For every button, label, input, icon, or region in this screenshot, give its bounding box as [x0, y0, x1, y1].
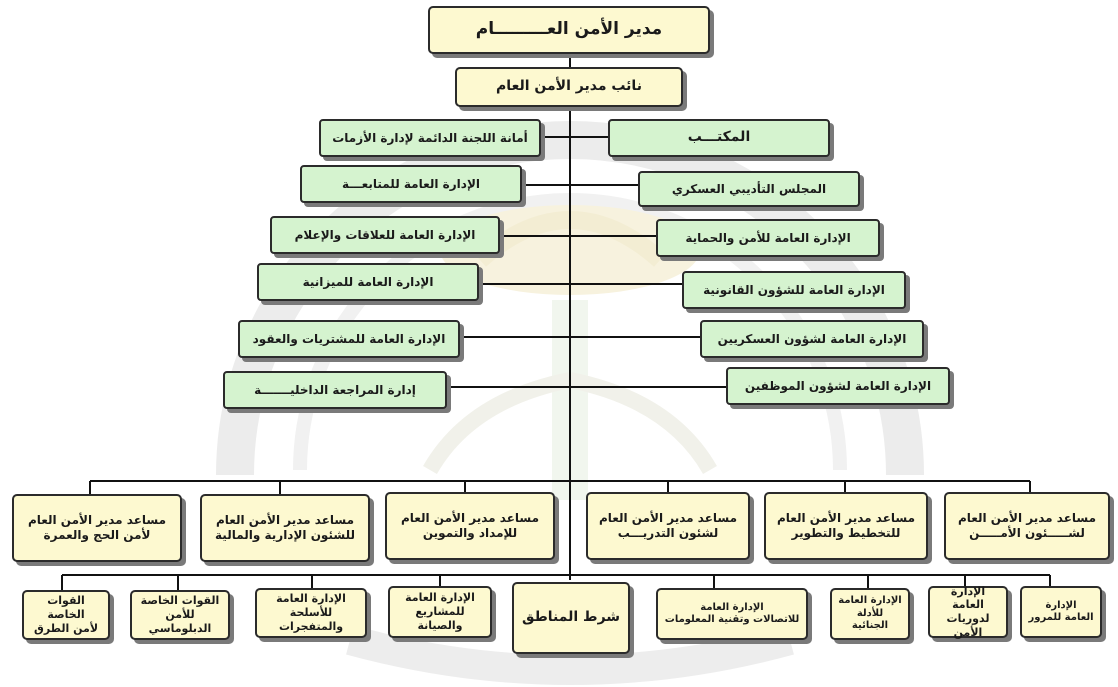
unit-projects-maintenance: الإدارة العامة للمشاريع والصيانة	[388, 586, 492, 638]
staff-right-military-affairs: الإدارة العامة لشؤون العسكريين	[700, 320, 924, 358]
assistant-planning: مساعد مدير الأمن العام للتخطيط والتطوير	[764, 492, 928, 560]
staff-left-budget: الإدارة العامة للميزانية	[257, 263, 479, 301]
unit-communications-it: الإدارة العامة للاتصالات وتقنية المعلوما…	[656, 588, 808, 640]
staff-right-office: المكتـــب	[608, 119, 830, 157]
director-box: مدير الأمن العـــــــــام	[428, 6, 710, 54]
unit-traffic: الإدارة العامة للمرور	[1020, 586, 1102, 638]
staff-right-employee-affairs: الإدارة العامة لشؤون الموظفين	[726, 367, 950, 405]
unit-regional-police: شرط المناطق	[512, 582, 630, 654]
unit-forensic-evidence: الإدارة العامة للأدلة الجنائية	[830, 588, 910, 640]
assistant-hajj-umrah: مساعد مدير الأمن العام لأمن الحج والعمرة	[12, 494, 182, 562]
assistant-supply: مساعد مدير الأمن العام للإمداد والتموين	[385, 492, 555, 560]
staff-right-legal-affairs: الإدارة العامة للشؤون القانونية	[682, 271, 906, 309]
unit-weapons-explosives: الإدارة العامة للأسلحة والمتفجرات	[255, 588, 367, 638]
staff-right-disciplinary-council: المجلس التأديبي العسكري	[638, 171, 860, 207]
staff-left-follow-up: الإدارة العامة للمتابعـــة	[300, 165, 522, 203]
staff-left-relations-media: الإدارة العامة للعلاقات والإعلام	[270, 216, 500, 254]
deputy-box: نائب مدير الأمن العام	[455, 67, 683, 107]
assistant-security-affairs: مساعد مدير الأمن العام لشـــــئون الأمــ…	[944, 492, 1110, 560]
unit-roads-security: القوات الخاصة لأمن الطرق	[22, 590, 110, 640]
unit-security-patrols: الإدارة العامة لدوريات الأمن	[928, 585, 1008, 639]
unit-diplomatic-security: القوات الخاصة للأمن الدبلوماسي	[130, 590, 230, 640]
assistant-admin-finance: مساعد مدير الأمن العام للشئون الإدارية و…	[200, 494, 370, 562]
staff-left-internal-audit: إدارة المراجعة الداخليـــــــة	[223, 371, 447, 409]
staff-left-procurement: الإدارة العامة للمشتريات والعقود	[238, 320, 460, 358]
staff-right-security-protection: الإدارة العامة للأمن والحماية	[656, 219, 880, 257]
staff-left-crisis-committee: أمانة اللجنة الدائمة لإدارة الأزمات	[319, 119, 541, 157]
assistant-training: مساعد مدير الأمن العام لشئون التدريـــب	[586, 492, 750, 560]
